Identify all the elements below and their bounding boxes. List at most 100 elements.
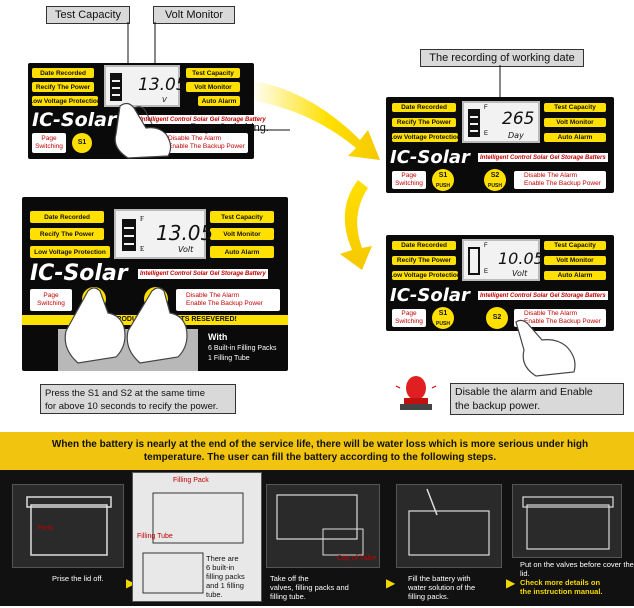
filling-pack-label: Filling Pack: [173, 477, 209, 484]
date-recorded-button[interactable]: Date Recorded: [32, 68, 94, 78]
volt-monitor-button[interactable]: Volt Monitor: [544, 118, 606, 127]
step-4-image: [396, 484, 502, 568]
two-hands-icon: [64, 287, 188, 364]
control-panel-3: Date Recorded Recify The Power Low Volta…: [386, 97, 614, 193]
step-2-image: Filling Pack Filling Tube: [132, 472, 262, 602]
step-3-caption: Take off the valves, filling packs and f…: [270, 574, 349, 601]
battery-icon: [468, 109, 480, 137]
date-recorded-button[interactable]: Date Recorded: [392, 241, 456, 250]
low-voltage-button[interactable]: Low Voltage Protection: [29, 96, 101, 106]
lcd-empty-mark: E: [484, 131, 489, 137]
volt-monitor-callout: Volt Monitor: [153, 6, 235, 24]
test-capacity-button[interactable]: Test Capacity: [210, 211, 274, 223]
date-recorded-button[interactable]: Date Recorded: [30, 211, 104, 223]
brand-logo: IC-Solar: [390, 285, 470, 306]
test-capacity-button[interactable]: Test Capacity: [544, 241, 606, 250]
instruction-section: When the battery is nearly at the end of…: [0, 432, 634, 606]
lcd-display: F E 265 Day: [462, 101, 540, 143]
page-switching-caption: Page Switching.: [190, 122, 269, 134]
s1-button[interactable]: S1: [72, 133, 92, 153]
lcd-unit: Volt: [178, 245, 194, 254]
recify-power-button[interactable]: Recify The Power: [392, 256, 456, 265]
date-recorded-button[interactable]: Date Recorded: [392, 103, 456, 112]
battery-icon: [110, 73, 122, 101]
fill-battery-icon: [408, 488, 490, 556]
recording-date-callout: The recording of working date: [420, 49, 584, 67]
panel-subtitle: Intelligent Control Solar Gel Storage Ba…: [478, 291, 608, 300]
page-switching-label: Page Switching: [392, 309, 426, 327]
with-label: With: [208, 332, 228, 342]
auto-alarm-button[interactable]: Auto Alarm: [544, 271, 606, 280]
lcd-display: 13.05 V: [104, 65, 187, 107]
low-voltage-button[interactable]: Low Voltage Protection: [389, 271, 461, 280]
check-more-link[interactable]: Check more details on the instruction ma…: [520, 578, 603, 596]
recify-power-button[interactable]: Recify The Power: [30, 228, 104, 240]
recify-power-button[interactable]: Recify The Power: [392, 118, 456, 127]
low-voltage-button[interactable]: Low Voltage Protection: [389, 133, 461, 142]
page-switching-label: Page Switching: [32, 133, 66, 153]
panel-subtitle: Intelligent Control Solar Gel Storage Ba…: [138, 269, 268, 279]
auto-alarm-button[interactable]: Auto Alarm: [544, 133, 606, 142]
disable-alarm-label: Disable The Alarm Enable The Backup Powe…: [514, 171, 606, 189]
brand-logo: IC-Solar: [30, 261, 128, 286]
tube-label: 1 Filling Tube: [208, 355, 250, 362]
lcd-unit: Volt: [512, 269, 528, 278]
disable-alarm-label: Disable The Alarm Enable The Backup Powe…: [176, 289, 280, 311]
battery-lid-icon: [26, 496, 112, 556]
s2-button[interactable]: S2: [486, 307, 508, 329]
filling-tube-label: Filling Tube: [137, 533, 173, 540]
closed-battery-icon: [522, 496, 614, 550]
lcd-full-mark: F: [484, 105, 488, 111]
step-2-caption: There are 6 built-in filling packs and 1…: [206, 554, 245, 599]
lcd-display: F E 13.05 Volt: [114, 209, 213, 259]
battery-icon: [122, 219, 136, 251]
auto-alarm-button[interactable]: Auto Alarm: [198, 96, 240, 106]
step-3-image: Cap of Valve: [266, 484, 380, 568]
panel-subtitle: Intelligent Control Solar Gel Storage Ba…: [478, 153, 608, 162]
lcd-display: F E 10.05 Volt: [462, 239, 544, 281]
step-arrow-icon: ▶: [126, 576, 136, 590]
test-capacity-callout: Test Capacity: [46, 6, 130, 24]
recify-power-button[interactable]: Recify The Power: [32, 82, 94, 92]
packs-label: 6 Built-in Filling Packs: [208, 345, 277, 352]
battery-icon: [468, 247, 480, 275]
pointing-hand-icon: [114, 102, 172, 159]
pointing-hand-icon: [515, 319, 576, 377]
low-voltage-button[interactable]: Low Voltage Protection: [30, 246, 110, 258]
lcd-empty-mark: E: [484, 269, 489, 275]
cap-of-valve-label: Cap of Valve: [337, 555, 377, 562]
volt-monitor-button[interactable]: Volt Monitor: [186, 82, 240, 92]
flow-arrow-icon: [250, 80, 380, 270]
instruction-header-text: When the battery is nearly at the end of…: [51, 439, 589, 463]
ports-label: Ports: [37, 525, 54, 532]
step-arrow-icon: ▶: [506, 576, 516, 590]
lcd-unit: Day: [508, 131, 524, 140]
alarm-light-icon: [395, 376, 437, 410]
step-1-caption: Prise the lid off.: [52, 574, 104, 583]
valves-diagram-icon: [276, 494, 364, 556]
volt-monitor-button[interactable]: Volt Monitor: [210, 228, 274, 240]
instruction-header: When the battery is nearly at the end of…: [0, 432, 634, 470]
step-1-image: Ports: [12, 484, 124, 568]
lcd-full-mark: F: [140, 215, 144, 223]
step-5-image: [512, 484, 622, 558]
page-switching-label: Page Switching: [30, 289, 72, 311]
control-panel-4: Date Recorded Recify The Power Low Volta…: [386, 235, 614, 331]
disable-alarm-label: Disable The Alarm Enable The Backup Powe…: [514, 309, 606, 327]
alarm-note-callout: Disable the alarm and Enable the backup …: [450, 383, 624, 415]
lcd-full-mark: F: [484, 243, 488, 249]
step-5-caption: Put on the valves before cover the lid.: [520, 560, 634, 578]
test-capacity-button[interactable]: Test Capacity: [186, 68, 240, 78]
lcd-empty-mark: E: [140, 245, 145, 253]
filling-packs-diagram-icon: [142, 492, 244, 594]
test-capacity-button[interactable]: Test Capacity: [544, 103, 606, 112]
disable-alarm-label: Disable The Alarm Enable The Backup Powe…: [158, 133, 248, 153]
volt-monitor-button[interactable]: Volt Monitor: [544, 256, 606, 265]
auto-alarm-button[interactable]: Auto Alarm: [210, 246, 274, 258]
page-switching-label: Page Switching: [392, 171, 426, 189]
recify-note-callout: Press the S1 and S2 at the same time for…: [40, 384, 236, 414]
lcd-value: 13.05: [138, 75, 187, 95]
